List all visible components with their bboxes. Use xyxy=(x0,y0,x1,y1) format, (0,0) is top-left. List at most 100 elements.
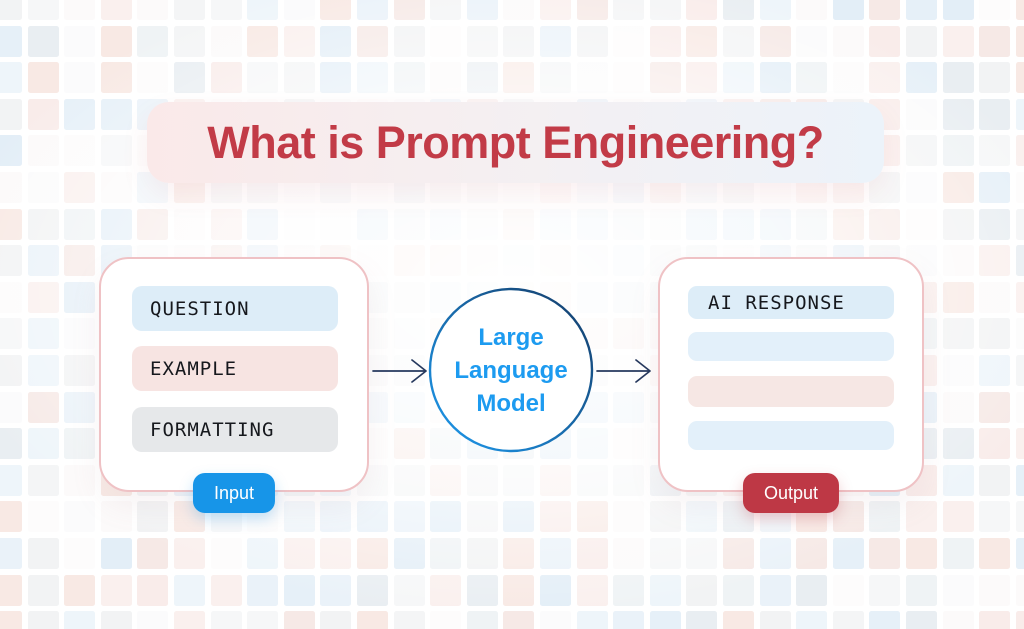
background-tile xyxy=(576,245,608,277)
background-tile xyxy=(0,611,22,629)
background-tile xyxy=(796,611,828,629)
background-tile xyxy=(393,464,425,496)
background-tile xyxy=(979,501,1011,533)
background-tile xyxy=(540,245,571,277)
background-tile xyxy=(137,611,169,629)
background-tile xyxy=(27,464,59,496)
background-tile xyxy=(686,208,718,240)
background-tile xyxy=(174,538,205,569)
background-tile xyxy=(942,208,974,240)
background-tile xyxy=(0,281,22,313)
background-tile xyxy=(759,0,791,20)
background-tile xyxy=(979,538,1011,569)
background-tile xyxy=(27,501,59,533)
background-tile xyxy=(832,25,864,57)
background-tile xyxy=(686,611,718,629)
background-tile xyxy=(283,0,315,20)
background-tile xyxy=(796,62,828,94)
background-tile xyxy=(979,0,1011,20)
background-tile xyxy=(759,538,791,569)
background-tile xyxy=(393,391,425,423)
background-tile xyxy=(0,62,22,94)
llm-label-line: Model xyxy=(476,389,546,417)
background-tile xyxy=(759,25,791,57)
background-tile xyxy=(27,98,59,130)
background-tile xyxy=(649,538,681,569)
background-tile xyxy=(503,0,535,20)
background-tile xyxy=(979,428,1011,460)
background-tile xyxy=(540,464,571,496)
background-tile xyxy=(0,318,22,350)
background-tile xyxy=(27,538,59,569)
background-tile xyxy=(540,208,571,240)
background-tile xyxy=(0,0,22,20)
background-tile xyxy=(723,574,754,606)
background-tile xyxy=(613,245,645,277)
background-tile xyxy=(979,172,1011,203)
title-banner: What is Prompt Engineering? xyxy=(147,102,884,183)
background-tile xyxy=(613,0,645,20)
output-placeholder-bar xyxy=(688,376,894,407)
background-tile xyxy=(247,0,279,20)
background-tile xyxy=(393,25,425,57)
background-tile xyxy=(357,62,388,94)
arrow-right-icon xyxy=(596,359,651,383)
background-tile xyxy=(576,208,608,240)
background-tile xyxy=(1015,611,1024,629)
background-tile xyxy=(649,25,681,57)
background-tile xyxy=(979,318,1011,350)
background-tile xyxy=(283,25,315,57)
background-tile xyxy=(0,538,22,569)
background-tile xyxy=(613,318,645,350)
background-tile xyxy=(869,538,901,569)
background-tile xyxy=(137,538,169,569)
background-tile xyxy=(942,574,974,606)
llm-circle xyxy=(428,287,594,453)
background-tile xyxy=(686,538,718,569)
background-tile xyxy=(0,25,22,57)
background-tile xyxy=(100,574,132,606)
background-tile xyxy=(100,501,132,533)
background-tile xyxy=(100,208,132,240)
background-tile xyxy=(832,611,864,629)
background-tile xyxy=(393,611,425,629)
background-tile xyxy=(64,62,96,94)
background-tile xyxy=(723,538,754,569)
background-tile xyxy=(686,62,718,94)
background-tile xyxy=(942,611,974,629)
background-tile xyxy=(430,501,462,533)
background-tile xyxy=(1015,501,1024,533)
background-tile xyxy=(796,208,828,240)
background-tile xyxy=(613,574,645,606)
input-item-label: FORMATTING xyxy=(150,418,275,441)
background-tile xyxy=(64,538,96,569)
background-tile xyxy=(64,281,96,313)
background-tile xyxy=(247,208,279,240)
background-tile xyxy=(0,464,22,496)
background-tile xyxy=(100,538,132,569)
background-tile xyxy=(723,611,754,629)
background-tile xyxy=(430,0,462,20)
output-header-bar: AI RESPONSE xyxy=(688,286,894,319)
background-tile xyxy=(832,0,864,20)
background-tile xyxy=(540,611,571,629)
background-tile xyxy=(283,208,315,240)
background-tile xyxy=(613,281,645,313)
background-tile xyxy=(869,574,901,606)
background-tile xyxy=(247,611,279,629)
background-tile xyxy=(27,25,59,57)
background-tile xyxy=(1015,538,1024,569)
background-tile xyxy=(27,391,59,423)
background-tile xyxy=(137,0,169,20)
background-tile xyxy=(320,538,352,569)
background-tile xyxy=(393,245,425,277)
background-tile xyxy=(320,25,352,57)
background-tile xyxy=(1015,98,1024,130)
background-tile xyxy=(1015,574,1024,606)
background-tile xyxy=(210,208,242,240)
background-tile xyxy=(100,172,132,203)
background-tile xyxy=(64,25,96,57)
background-tile xyxy=(210,0,242,20)
llm-label: Large Language Model xyxy=(426,285,596,455)
background-tile xyxy=(979,245,1011,277)
